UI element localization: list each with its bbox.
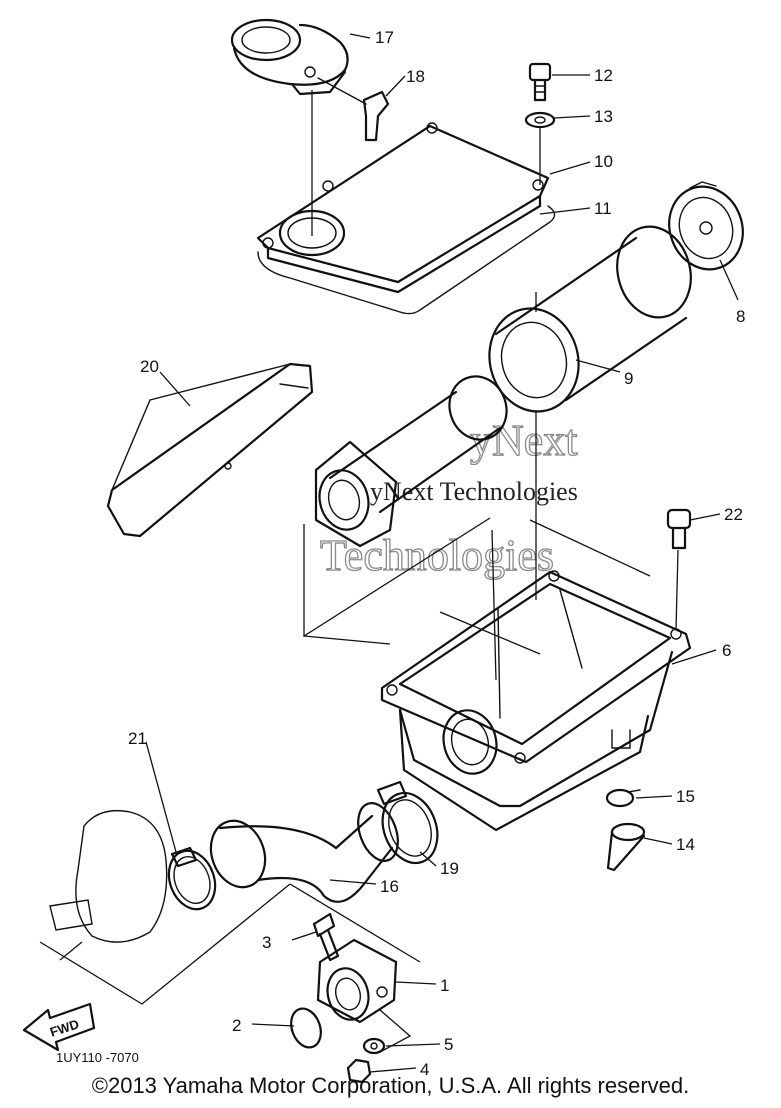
part-11-gasket: [257, 205, 556, 315]
callout-1: 1: [440, 976, 449, 995]
watermark-line2: Technologies: [320, 531, 554, 580]
callout-22: 22: [724, 505, 743, 524]
callout-4: 4: [420, 1060, 429, 1079]
part-1-manifold: [316, 938, 398, 1024]
part-22-bolt: [666, 508, 692, 550]
callout-8: 8: [736, 307, 745, 326]
part-5-washer: [362, 1037, 386, 1055]
filter-guide-tube: [314, 375, 508, 548]
callout-15: 15: [676, 787, 695, 806]
callout-3: 3: [262, 933, 271, 952]
callout-12: 12: [594, 66, 613, 85]
watermark-line1: yNext: [470, 416, 578, 465]
callout-9: 9: [624, 369, 633, 388]
callout-20: 20: [140, 357, 159, 376]
callout-14: 14: [676, 835, 695, 854]
part-20-filter-frame: [106, 362, 314, 538]
part-3-bolt: [312, 912, 340, 962]
part-17-intake-elbow: [230, 18, 349, 96]
part-15-clip: [605, 788, 641, 808]
callout-18: 18: [406, 67, 425, 86]
callout-6: 6: [722, 641, 731, 660]
callout-16: 16: [380, 877, 399, 896]
leader-lines: [39, 90, 679, 1053]
part-2-o-ring: [290, 1007, 322, 1049]
part-12-bolt: [528, 62, 552, 102]
drawing-code: 1UY110 -7070: [56, 1050, 139, 1065]
callout-2: 2: [232, 1016, 241, 1035]
callout-21: 21: [128, 729, 147, 748]
watermark-small: yNext Technologies: [370, 477, 578, 506]
callout-11: 11: [594, 199, 612, 218]
callout-19: 19: [440, 859, 459, 878]
part-4-nut: [346, 1058, 372, 1084]
fwd-label: FWD: [48, 1016, 81, 1039]
watermark: yNext Technologies yNext Technologies: [319, 415, 578, 580]
part-13-washer: [524, 111, 556, 129]
part-14-drain-plug: [606, 822, 646, 872]
copyright-notice: ©2013 Yamaha Motor Corporation, U.S.A. A…: [91, 1073, 690, 1098]
fwd-arrow: FWD: [22, 1002, 96, 1052]
part-9-filter-element: [488, 225, 692, 413]
callout-17: 17: [375, 28, 394, 47]
callout-13: 13: [594, 107, 613, 126]
part-18-breather-hose: [317, 77, 390, 142]
part-16-joint-hose: [209, 802, 399, 903]
callout-5: 5: [444, 1035, 453, 1054]
part-21-clamp: [167, 846, 217, 911]
callout-10: 10: [594, 152, 613, 171]
carburetor-outline: [49, 809, 168, 943]
part-8-end-cap: [668, 181, 744, 271]
part-10-airbox-cover: [256, 122, 550, 294]
part-6-airbox-case: [380, 570, 692, 832]
callout-pointers: [145, 33, 739, 1073]
part-19-clamp: [376, 780, 439, 865]
callout-labels: 17 18 12 13 10 11 8 9 20 22 6 15 14 21 1…: [128, 28, 745, 1079]
